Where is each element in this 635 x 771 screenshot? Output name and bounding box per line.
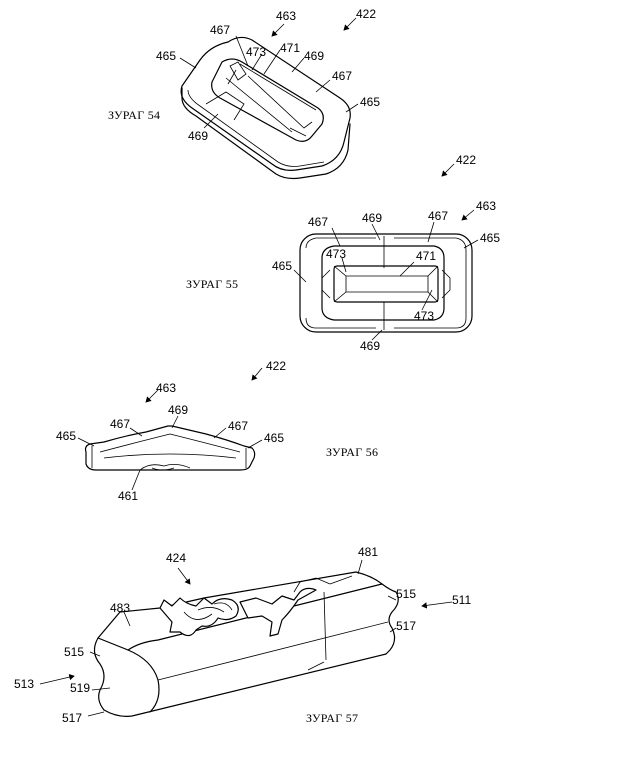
fig55-labels: 422 467 469 467 463 465 465 473 471 473 … <box>186 153 500 353</box>
fig56-label-422: 422 <box>266 359 286 373</box>
fig57-label-515b: 515 <box>64 645 84 659</box>
fig56-label-469: 469 <box>168 403 188 417</box>
fig55-caption: ЗУРАГ 55 <box>186 277 238 291</box>
fig55-label-467b: 467 <box>428 209 448 223</box>
fig57-label-517a: 517 <box>396 619 416 633</box>
fig57-label-424: 424 <box>166 551 186 565</box>
fig55-label-422: 422 <box>456 153 476 167</box>
fig54-label-467b: 467 <box>332 69 352 83</box>
fig56-label-465a: 465 <box>56 429 76 443</box>
fig55-label-473a: 473 <box>326 247 346 261</box>
fig57-label-513: 513 <box>14 677 34 691</box>
fig55-label-473b: 473 <box>414 309 434 323</box>
fig54-label-422: 422 <box>356 7 376 21</box>
fig56-label-461: 461 <box>118 489 138 503</box>
fig54-label-473: 473 <box>246 45 266 59</box>
fig56-caption: ЗУРАГ 56 <box>326 445 378 459</box>
figure-54: 463 422 467 473 471 469 465 467 465 469 … <box>108 7 380 179</box>
fig55-label-469a: 469 <box>362 211 382 225</box>
fig54-label-463: 463 <box>276 9 296 23</box>
fig56-labels: 422 463 467 469 467 465 465 461 ЗУРАГ 56 <box>56 359 378 503</box>
fig57-caption: ЗУРАГ 57 <box>306 711 358 725</box>
fig54-label-469b: 469 <box>188 129 208 143</box>
fig55-label-465b: 465 <box>272 259 292 273</box>
fig57-labels: 424 481 483 515 511 517 515 513 519 517 … <box>14 545 471 725</box>
fig57-label-515a: 515 <box>396 587 416 601</box>
fig56-label-463: 463 <box>156 381 176 395</box>
fig54-caption: ЗУРАГ 54 <box>108 108 160 122</box>
fig55-label-463: 463 <box>476 199 496 213</box>
fig55-leaders <box>294 164 478 340</box>
fig57-label-519: 519 <box>70 681 90 695</box>
fig57-label-481: 481 <box>358 545 378 559</box>
fig57-drawing <box>94 572 398 716</box>
fig55-label-465a: 465 <box>480 231 500 245</box>
fig57-label-517b: 517 <box>62 711 82 725</box>
fig54-label-465b: 465 <box>360 95 380 109</box>
fig57-label-511: 511 <box>452 593 471 607</box>
fig54-label-465a: 465 <box>156 49 176 63</box>
figure-57: 424 481 483 515 511 517 515 513 519 517 … <box>14 545 471 725</box>
figure-56: 422 463 467 469 467 465 465 461 ЗУРАГ 56 <box>56 359 378 503</box>
fig57-label-483: 483 <box>110 601 130 615</box>
fig54-label-471: 471 <box>280 41 300 55</box>
fig56-label-467b: 467 <box>228 419 248 433</box>
fig55-label-469b: 469 <box>360 339 380 353</box>
fig55-label-467a: 467 <box>308 215 328 229</box>
fig54-label-467a: 467 <box>210 23 230 37</box>
fig55-label-471: 471 <box>416 249 436 263</box>
fig54-label-469a: 469 <box>304 49 324 63</box>
figure-55: 422 467 469 467 463 465 465 473 471 473 … <box>186 153 500 353</box>
fig56-label-467a: 467 <box>110 417 130 431</box>
fig56-label-465b: 465 <box>264 431 284 445</box>
